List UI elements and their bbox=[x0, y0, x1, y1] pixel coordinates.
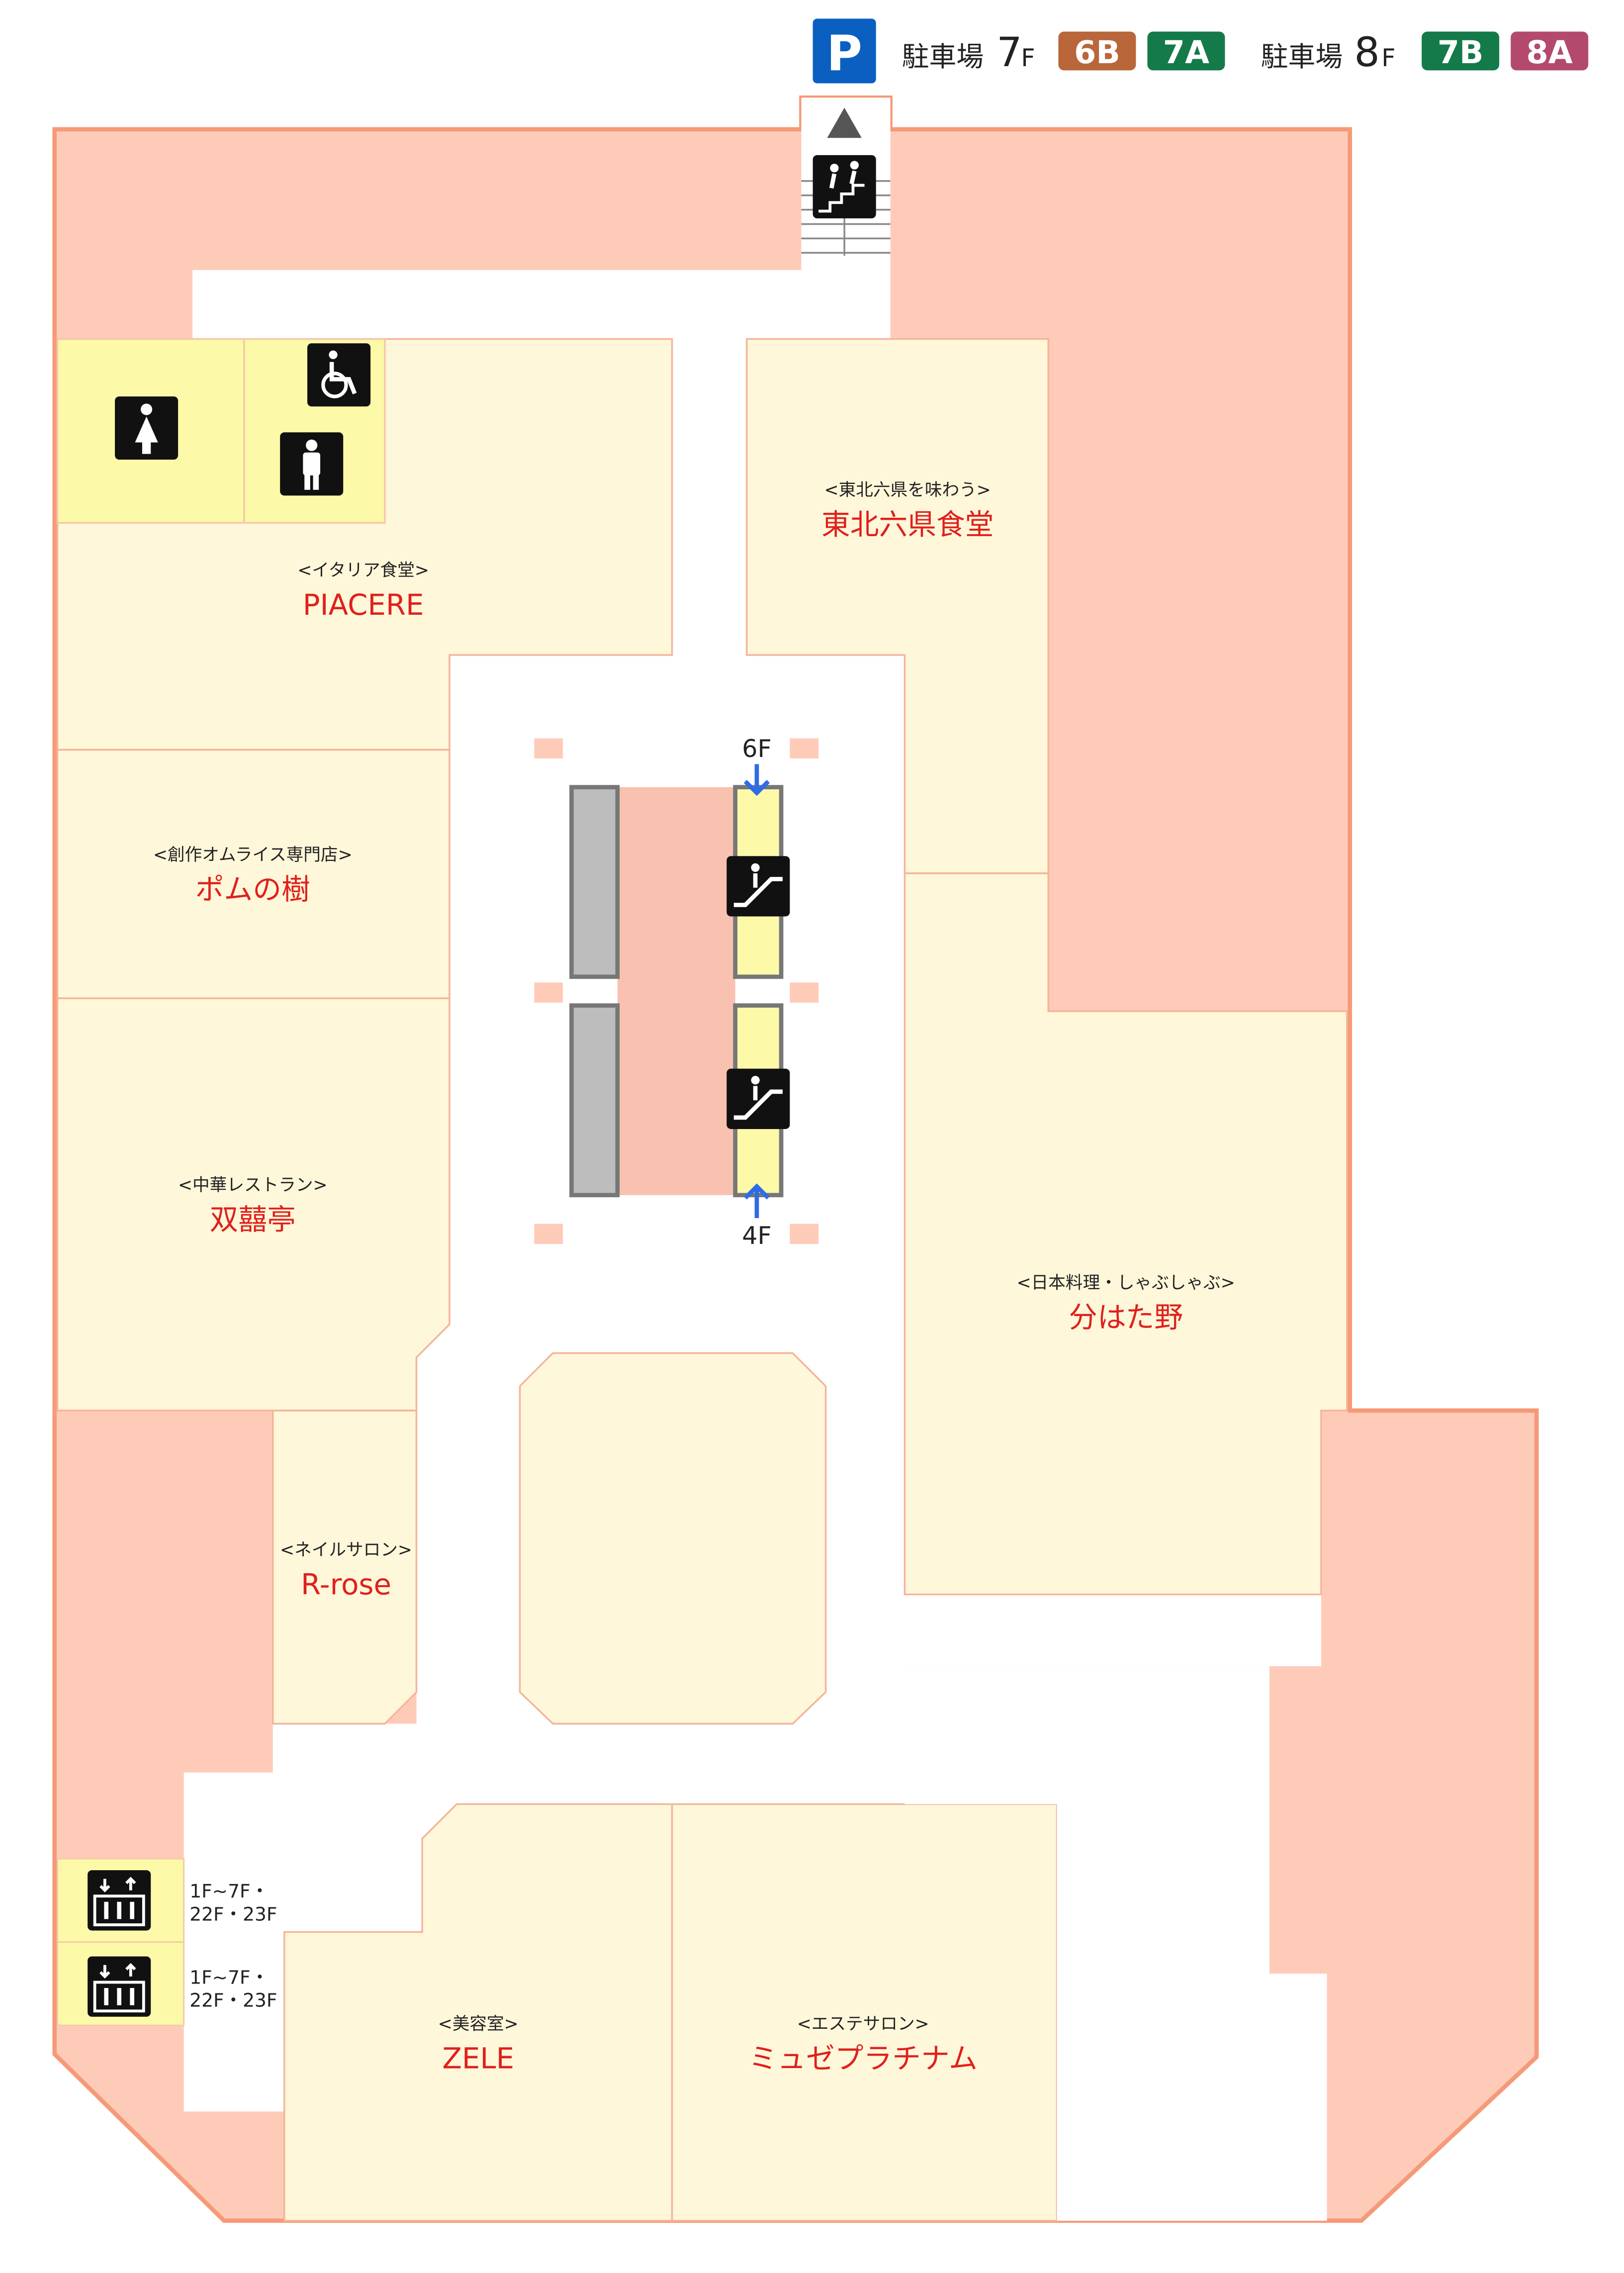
shop-category: <エステサロン> bbox=[797, 2014, 929, 2034]
shop-wakehatano[interactable]: <日本料理・しゃぶしゃぶ> 分はた野 bbox=[1017, 1273, 1235, 1334]
parking-lot-8-floor-suffix: F bbox=[1381, 43, 1395, 72]
escalator-icon bbox=[726, 856, 790, 917]
escalator-down-upper bbox=[569, 785, 620, 979]
shop-name[interactable]: 双囍亭 bbox=[210, 1203, 296, 1236]
badge-6b-label: 6B bbox=[1074, 34, 1120, 71]
elevator-1-floors-line1: 1F~7F・ bbox=[189, 1880, 269, 1902]
shop-name[interactable]: R-rose bbox=[301, 1568, 391, 1602]
stairs-area bbox=[801, 107, 891, 256]
parking-p-letter: P bbox=[826, 26, 862, 83]
elevator-1-floors-line2: 22F・23F bbox=[189, 1903, 277, 1925]
badge-7b-label: 7B bbox=[1438, 34, 1484, 71]
escalator-down-lower bbox=[569, 1003, 620, 1198]
parking-lot-8-floor-number: 8 bbox=[1354, 29, 1379, 76]
parking-lot-7-label: 駐車場 bbox=[902, 41, 984, 73]
shop-category: <東北六県を味わう> bbox=[824, 480, 991, 500]
badge-7a bbox=[1147, 31, 1225, 71]
shop-pomu-area bbox=[56, 749, 451, 999]
shop-category: <美容室> bbox=[438, 2014, 519, 2034]
shop-zele[interactable]: <美容室> ZELE bbox=[438, 2014, 519, 2076]
stairs-icon bbox=[812, 155, 876, 218]
shop-category: <中華レストラン> bbox=[178, 1175, 328, 1195]
elevator-area: 1F~7F・ 22F・23F 1F~7F・ 22F・23F bbox=[57, 1858, 277, 2026]
parking-icon bbox=[812, 18, 876, 84]
corridor-gap bbox=[904, 1666, 1327, 2221]
shop-category: <ネイルサロン> bbox=[280, 1540, 412, 1560]
shop-name[interactable]: ポムの樹 bbox=[195, 872, 310, 906]
shop-soukitei-area bbox=[56, 997, 451, 1412]
shop-pomu[interactable]: <創作オムライス専門店> ポムの樹 bbox=[153, 845, 353, 906]
badge-8a bbox=[1511, 31, 1589, 71]
elevator-2-floors-line1: 1F~7F・ bbox=[189, 1966, 269, 1988]
badge-7b bbox=[1422, 31, 1500, 71]
elevator-2-floors-line2: 22F・23F bbox=[189, 1989, 277, 2011]
wheelchair-icon bbox=[307, 343, 371, 407]
parking-legend: P 駐車場 7 F 6B 7A 駐車場 8 F 7B 8A bbox=[812, 18, 1589, 84]
elevator-icon-2 bbox=[88, 1956, 151, 2017]
atrium-void bbox=[617, 787, 735, 1195]
up-triangle-icon bbox=[827, 107, 862, 138]
badge-7a-label: 7A bbox=[1163, 34, 1209, 71]
shop-museum[interactable]: <エステサロン> ミュゼプラチナム bbox=[749, 2014, 978, 2076]
shop-soukitei[interactable]: <中華レストラン> 双囍亭 bbox=[178, 1175, 328, 1236]
men-restroom-icon bbox=[280, 432, 344, 496]
shop-tohoku[interactable]: <東北六県を味わう> 東北六県食堂 bbox=[821, 480, 994, 541]
badge-8a-label: 8A bbox=[1526, 34, 1572, 71]
center-atrium-block bbox=[519, 1352, 827, 1725]
escalator-icon-2 bbox=[726, 1068, 790, 1129]
escalator-up-floor-label: 6F bbox=[742, 734, 771, 763]
shop-name[interactable]: PIACERE bbox=[303, 588, 424, 622]
shop-museum-area bbox=[671, 1803, 1058, 2222]
shop-rrose[interactable]: <ネイルサロン> R-rose bbox=[280, 1540, 412, 1602]
shop-category: <イタリア食堂> bbox=[297, 561, 429, 580]
up-arrow-icon bbox=[743, 1183, 770, 1219]
elevator-icon bbox=[88, 1870, 151, 1931]
parking-lot-7-floor-suffix: F bbox=[1021, 43, 1035, 72]
shop-category: <創作オムライス専門店> bbox=[153, 845, 353, 865]
parking-lot-7-floor-number: 7 bbox=[996, 29, 1022, 76]
badge-6b bbox=[1058, 31, 1136, 71]
shop-wakehatano-area bbox=[903, 872, 1348, 1596]
shop-rrose-area bbox=[271, 1410, 418, 1725]
shop-name[interactable]: 東北六県食堂 bbox=[821, 507, 994, 541]
escalator-zone: 6F 4F bbox=[534, 734, 819, 1250]
escalator-down-floor-label: 4F bbox=[742, 1221, 771, 1250]
shop-name[interactable]: ZELE bbox=[442, 2042, 514, 2076]
shop-piacere[interactable]: <イタリア食堂> PIACERE bbox=[297, 561, 429, 622]
shop-name[interactable]: ミュゼプラチナム bbox=[749, 2042, 978, 2076]
shop-category: <日本料理・しゃぶしゃぶ> bbox=[1017, 1273, 1235, 1293]
shop-name[interactable]: 分はた野 bbox=[1069, 1301, 1183, 1334]
down-arrow-icon bbox=[743, 764, 770, 796]
parking-lot-8-label: 駐車場 bbox=[1261, 41, 1343, 73]
women-restroom-icon bbox=[115, 396, 179, 460]
